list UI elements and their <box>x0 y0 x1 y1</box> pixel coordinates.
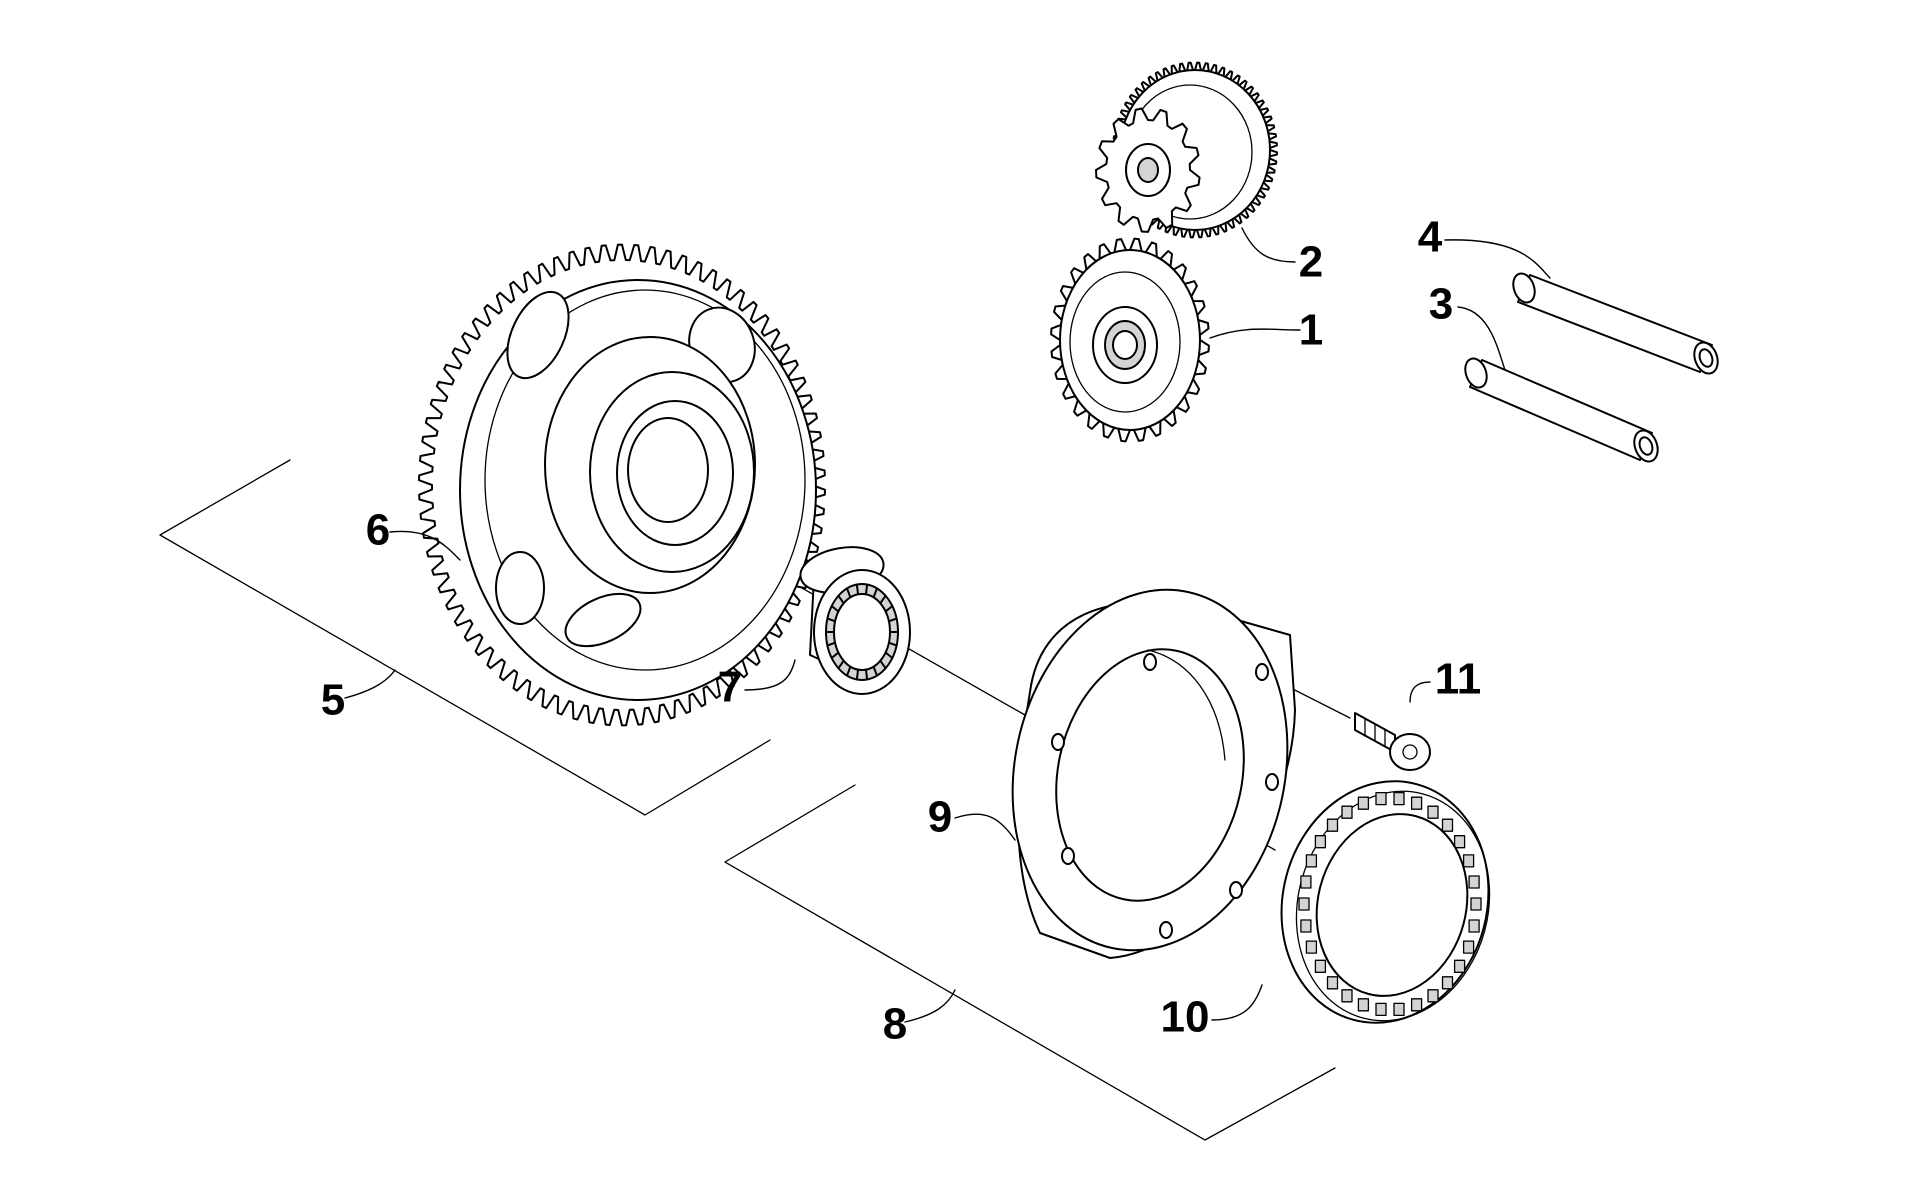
sprag-element <box>1410 998 1423 1012</box>
sprag-element <box>1305 940 1318 954</box>
sprag-element <box>1462 854 1475 868</box>
leader-7 <box>744 659 796 691</box>
bearing-needle <box>884 605 894 613</box>
sprag-element <box>1393 1002 1405 1017</box>
leader-2 <box>1241 227 1296 263</box>
sprag-element <box>1410 796 1423 810</box>
sprag-element <box>1427 805 1439 819</box>
sprag-element <box>1305 854 1318 868</box>
bearing-needle <box>830 605 840 613</box>
sprag-element <box>1326 818 1339 832</box>
bolt-hole <box>1143 653 1157 671</box>
leader-3 <box>1457 306 1506 371</box>
bearing-needle <box>879 594 887 605</box>
callout-1: 1 <box>1299 306 1323 355</box>
bearing-needle <box>855 668 859 681</box>
bolt-hole <box>1061 847 1075 865</box>
callout-11: 11 <box>1435 655 1482 704</box>
sprag-element <box>1357 796 1370 810</box>
sprag-element <box>1298 897 1310 911</box>
sprag-element <box>1314 835 1327 849</box>
bolt-hole <box>1051 733 1065 751</box>
bearing-needle <box>872 665 878 677</box>
assembly-bracket-8 <box>724 784 1336 1141</box>
bearing-needle <box>846 665 852 677</box>
sprag-element <box>1441 818 1454 832</box>
sprag-element <box>1375 1002 1387 1017</box>
sprag-element <box>1462 940 1475 954</box>
bearing-needle <box>884 651 894 659</box>
shaft-part-3 <box>1464 357 1659 463</box>
sprag-element <box>1300 919 1312 933</box>
bearing-needle <box>826 641 837 647</box>
callout-2: 2 <box>1299 238 1323 287</box>
sprag-element <box>1468 919 1480 933</box>
bearing-needle <box>837 659 845 670</box>
bolt <box>1354 712 1431 771</box>
bearing-needle <box>830 651 840 659</box>
callout-10: 10 <box>1161 993 1210 1042</box>
leader-11 <box>1409 681 1431 703</box>
sprag-element <box>1375 791 1387 806</box>
sprag-element <box>1453 959 1466 973</box>
leader-6 <box>389 530 461 561</box>
bearing-needle <box>837 594 845 605</box>
starter-reduction-gear <box>1095 61 1278 239</box>
leader-8 <box>904 989 956 1023</box>
callout-5: 5 <box>321 676 345 725</box>
one-way-clutch-housing <box>1011 588 1296 959</box>
sprag-element <box>1357 998 1370 1012</box>
leader-9 <box>954 813 1016 841</box>
callout-6: 6 <box>366 506 390 555</box>
sprag-element <box>1341 805 1353 819</box>
callout-8: 8 <box>883 1000 907 1049</box>
sprag-element <box>1300 875 1312 889</box>
sprag-element <box>1427 989 1439 1003</box>
bearing-needle <box>865 668 869 681</box>
bolt-hole <box>1255 663 1269 681</box>
sprag-element <box>1326 976 1339 990</box>
sprag-element <box>1441 976 1454 990</box>
callout-9: 9 <box>928 793 952 842</box>
sprag-element <box>1314 959 1327 973</box>
bearing-needle <box>846 587 852 599</box>
callout-7: 7 <box>718 663 742 712</box>
bearing-needle <box>826 617 837 623</box>
bearing-needle <box>879 659 887 670</box>
bolt-hole <box>1229 881 1243 899</box>
leader-4 <box>1444 239 1551 279</box>
bearing-needle <box>887 641 898 647</box>
bearing-needle <box>855 583 859 596</box>
sprag-element <box>1470 897 1482 911</box>
assembly-bracket-5 <box>159 459 771 816</box>
starter-idler-gear <box>1050 237 1210 443</box>
sprag-element <box>1453 835 1466 849</box>
sprag-element <box>1468 875 1480 889</box>
leader-5 <box>344 669 396 699</box>
bolt-hole <box>1265 773 1279 791</box>
starter-driven-gear <box>418 243 826 727</box>
sprag-clutch <box>1280 780 1491 1024</box>
shaft-part-4 <box>1512 272 1719 375</box>
bolt-hole <box>1159 921 1173 939</box>
bearing-needle <box>887 617 898 623</box>
leader-1 <box>1209 328 1301 339</box>
sprag-element <box>1393 791 1405 806</box>
bearing-needle <box>872 587 878 599</box>
callout-3: 3 <box>1429 280 1453 329</box>
needle-bearing <box>799 546 911 695</box>
callout-4: 4 <box>1418 213 1443 262</box>
sprag-element <box>1341 989 1353 1003</box>
leader-10 <box>1211 984 1263 1021</box>
bearing-needle <box>865 583 869 596</box>
